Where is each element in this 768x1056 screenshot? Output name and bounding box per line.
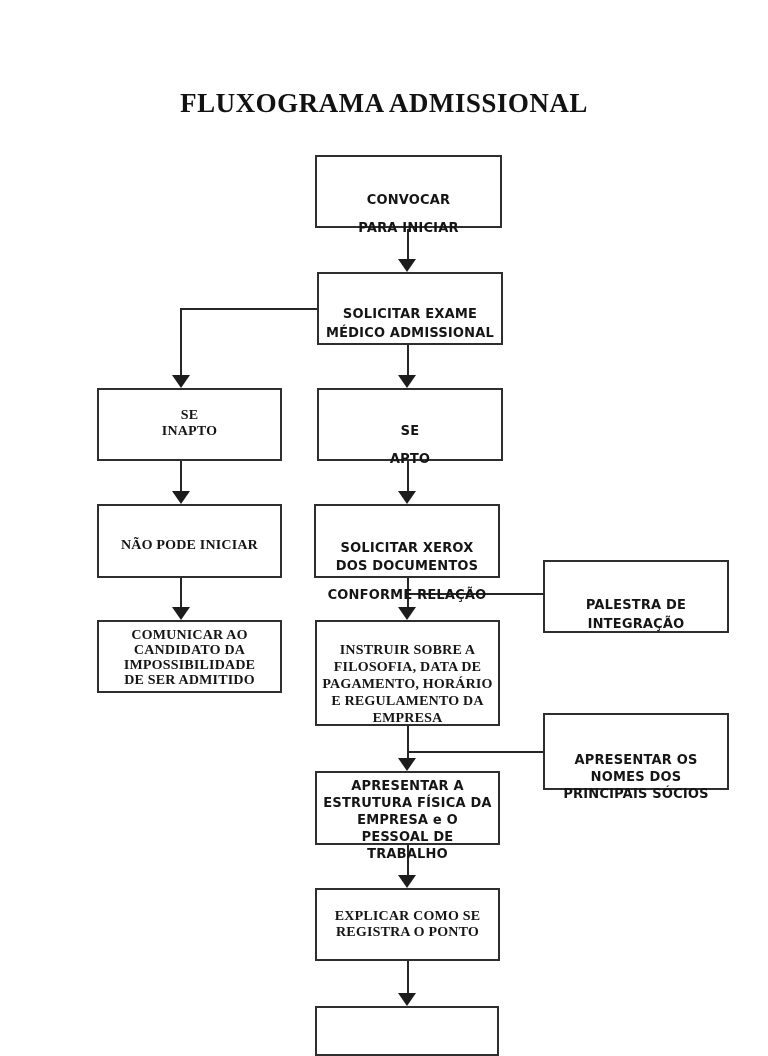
arrowhead-final bbox=[398, 993, 416, 1006]
page-title: FLUXOGRAMA ADMISSIONAL bbox=[180, 88, 588, 118]
connector-left-down bbox=[180, 308, 182, 377]
arrowhead-naopode bbox=[172, 491, 190, 504]
node-text: DE SER ADMITIDO bbox=[124, 673, 255, 688]
flow-node-se-inapto: SE INAPTO bbox=[97, 388, 282, 461]
arrowhead-xerox bbox=[398, 491, 416, 504]
connector-explicar-final bbox=[407, 961, 409, 995]
connector-convocar-exame bbox=[407, 229, 409, 262]
flow-node-convocar: CONVOCAR PARA INICIAR bbox=[315, 155, 502, 236]
node-text: PAGAMENTO, HORÁRIO bbox=[322, 677, 493, 692]
arrowhead-exame bbox=[398, 259, 416, 272]
connector-inapto-naopode bbox=[180, 461, 182, 493]
flow-node-instruir: INSTRUIR SOBRE A FILOSOFIA, DATA DE PAGA… bbox=[315, 620, 500, 726]
node-text: NÃO PODE INICIAR bbox=[121, 538, 258, 553]
node-text: COMUNICAR AO bbox=[131, 628, 248, 643]
node-text: TRABALHO bbox=[367, 847, 448, 862]
node-text: SOLICITAR EXAME bbox=[342, 307, 478, 322]
node-text: SE bbox=[180, 408, 199, 423]
node-text: ESTRUTURA FÍSICA DA bbox=[323, 796, 492, 811]
node-text: SE bbox=[400, 424, 420, 439]
connector-exame-left-branch bbox=[181, 308, 318, 310]
node-overflow-text: CONFORME RELAÇÃO bbox=[327, 588, 487, 603]
node-text: PRINCIPAIS SÓCIOS bbox=[563, 787, 709, 802]
node-text: INTEGRAÇÃO bbox=[587, 617, 685, 632]
arrowhead-comunicar bbox=[172, 607, 190, 620]
flow-node-comunicar: COMUNICAR AO CANDIDATO DA IMPOSSIBILIDAD… bbox=[97, 620, 282, 693]
node-text: EMPRESA bbox=[372, 711, 443, 726]
node-text: SOLICITAR XEROX bbox=[340, 541, 474, 556]
flow-node-solicitar-exame: SOLICITAR EXAME MÉDICO ADMISSIONAL bbox=[317, 272, 503, 345]
node-text: EXPLICAR COMO SE bbox=[334, 909, 481, 924]
arrowhead-explicar bbox=[398, 875, 416, 888]
node-text: REGISTRA O PONTO bbox=[336, 925, 479, 940]
flow-node-final-cutoff bbox=[315, 1006, 499, 1056]
flow-node-se-apto: SE APTO bbox=[317, 388, 503, 467]
arrowhead-estrutura bbox=[398, 758, 416, 771]
connector-exame-se-apto bbox=[407, 345, 409, 377]
connector-instruir-estrutura bbox=[407, 725, 409, 760]
node-text: PALESTRA DE bbox=[585, 598, 687, 613]
node-text: APRESENTAR A bbox=[351, 779, 464, 794]
arrowhead-instruir bbox=[398, 607, 416, 620]
connector-instruir-nomes bbox=[408, 751, 544, 753]
node-text: EMPRESA e O bbox=[357, 813, 458, 828]
flow-node-solicitar-xerox: SOLICITAR XEROX DOS DOCUMENTOS CONFORME … bbox=[314, 504, 500, 603]
node-text: INSTRUIR SOBRE A bbox=[339, 643, 476, 658]
flow-node-nao-pode-iniciar: NÃO PODE INICIAR bbox=[97, 504, 282, 578]
node-text: FILOSOFIA, DATA DE bbox=[333, 660, 482, 675]
flow-node-apresentar-estrutura: APRESENTAR A ESTRUTURA FÍSICA DA EMPRESA… bbox=[315, 771, 500, 862]
flow-node-apresentar-nomes: APRESENTAR OS NOMES DOS PRINCIPAIS SÓCIO… bbox=[543, 713, 729, 802]
node-text: CANDIDATO DA bbox=[133, 643, 246, 658]
node-text: DOS DOCUMENTOS bbox=[335, 559, 479, 574]
connector-naopode-comunicar bbox=[180, 578, 182, 609]
flow-node-explicar: EXPLICAR COMO SE REGISTRA O PONTO bbox=[315, 888, 500, 961]
arrowhead-se-apto bbox=[398, 375, 416, 388]
node-text: PESSOAL DE bbox=[361, 830, 454, 845]
arrowhead-se-inapto bbox=[172, 375, 190, 388]
node-text: CONVOCAR bbox=[366, 193, 451, 208]
node-text: APTO bbox=[389, 452, 431, 467]
node-text: E REGULAMENTO DA bbox=[331, 694, 484, 709]
node-text: NOMES DOS bbox=[590, 770, 682, 785]
node-text: IMPOSSIBILIDADE bbox=[123, 658, 256, 673]
connector-xerox-palestra bbox=[408, 593, 544, 595]
flow-node-palestra: PALESTRA DE INTEGRAÇÃO bbox=[543, 560, 729, 633]
node-text: PARA INICIAR bbox=[358, 221, 459, 236]
node-text: MÉDICO ADMISSIONAL bbox=[325, 326, 495, 341]
node-text: INAPTO bbox=[161, 424, 218, 439]
connector-apto-xerox bbox=[407, 461, 409, 493]
node-text: APRESENTAR OS bbox=[574, 753, 698, 768]
connector-estrutura-explicar bbox=[407, 845, 409, 877]
